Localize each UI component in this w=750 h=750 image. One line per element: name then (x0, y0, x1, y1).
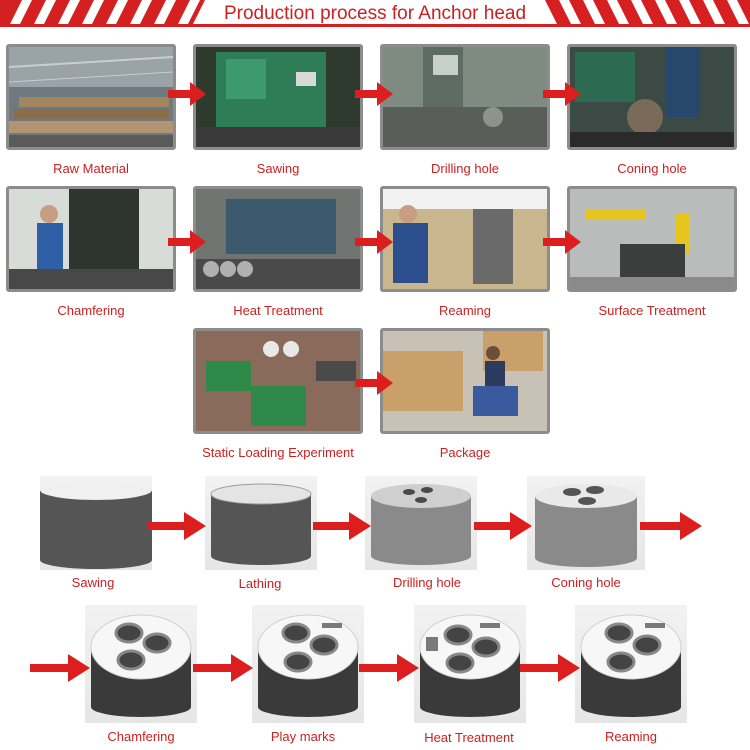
diagram-coning-hole (527, 476, 645, 570)
title-banner: Production process for Anchor head (0, 0, 750, 28)
arrow-right-icon (193, 654, 253, 682)
photo-surface-treatment (567, 186, 737, 292)
arrow-right-icon (520, 654, 580, 682)
photo-coning-hole (567, 44, 737, 150)
factory-photo-icon (9, 47, 173, 147)
step-label: Drilling hole (431, 161, 499, 176)
diagram-reaming (575, 605, 687, 723)
arrow-right-icon (148, 512, 206, 540)
page-title: Production process for Anchor head (223, 3, 527, 24)
arrow-right-icon (168, 82, 206, 106)
step-label: Heat Treatment (233, 303, 323, 318)
photo-package (380, 328, 550, 434)
banner-stripes (0, 0, 750, 27)
diagram-play-marks (252, 605, 364, 723)
arrow-right-icon (168, 230, 206, 254)
diagram-sawing (40, 476, 152, 570)
photo-static-loading (193, 328, 363, 434)
photo-heat-treatment (193, 186, 363, 292)
furnace-photo-icon (196, 189, 360, 289)
photo-raw-material (6, 44, 176, 150)
step-label: Package (439, 445, 491, 460)
chamfered-cylinder-icon (90, 614, 192, 717)
diagram-chamfering (85, 605, 197, 723)
diagram-lathing (205, 476, 317, 570)
step-label: Sawing (256, 161, 300, 176)
step-label: Coning hole (551, 575, 621, 590)
arrow-right-icon (359, 654, 419, 682)
arrow-right-icon (30, 654, 90, 682)
arrow-right-icon (640, 512, 702, 540)
step-label: Lathing (238, 576, 282, 591)
photo-sawing (193, 44, 363, 150)
arrow-right-icon (355, 82, 393, 106)
step-label: Reaming (604, 729, 658, 744)
step-label: Drilling hole (393, 575, 461, 590)
drilled-cylinder-icon (371, 484, 471, 565)
arrow-right-icon (543, 230, 581, 254)
marked-cylinder-icon (257, 614, 359, 717)
arrow-right-icon (474, 512, 532, 540)
reamed-cylinder-icon (580, 614, 682, 717)
surface-line-photo-icon (570, 189, 734, 289)
sawing-machine-photo-icon (196, 47, 360, 147)
chamfering-worker-photo-icon (9, 189, 173, 289)
photo-chamfering (6, 186, 176, 292)
diagram-drilling-hole (365, 476, 477, 570)
step-label: Surface Treatment (598, 303, 706, 318)
photo-reaming (380, 186, 550, 292)
step-label: Play marks (270, 729, 336, 744)
turned-cylinder-icon (210, 483, 312, 565)
step-label: Heat Treatment (424, 730, 514, 745)
arrow-right-icon (543, 82, 581, 106)
step-label: Coning hole (617, 161, 687, 176)
step-label: Raw Material (53, 161, 129, 176)
packing-boxes-photo-icon (383, 331, 547, 431)
step-label: Chamfering (107, 729, 175, 744)
reaming-worker-photo-icon (383, 189, 547, 289)
diagram-heat-treatment (414, 605, 526, 723)
arrow-right-icon (313, 512, 371, 540)
coned-cylinder-icon (535, 484, 637, 567)
drilling-machine-photo-icon (383, 47, 547, 147)
step-label: Sawing (71, 575, 115, 590)
step-label: Chamfering (57, 303, 125, 318)
step-label: Reaming (438, 303, 492, 318)
heat-treated-cylinder-icon (419, 614, 521, 717)
coning-machine-photo-icon (570, 47, 734, 147)
photo-drilling-hole (380, 44, 550, 150)
step-label: Static Loading Experiment (202, 445, 354, 460)
arrow-right-icon (355, 371, 393, 395)
arrow-right-icon (355, 230, 393, 254)
plain-cylinder-icon (40, 480, 152, 569)
hydraulic-test-photo-icon (196, 331, 360, 431)
